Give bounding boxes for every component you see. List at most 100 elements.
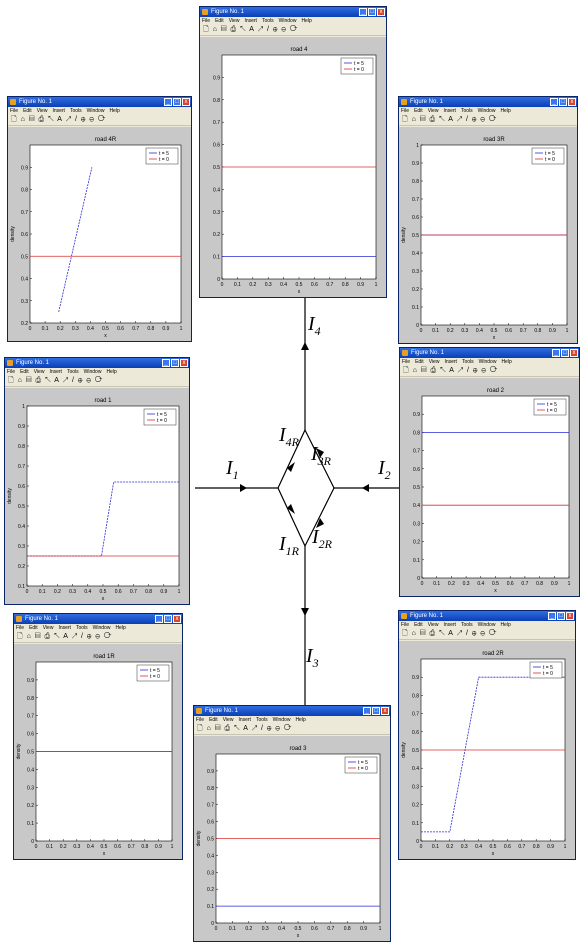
- minimize-icon[interactable]: _: [552, 349, 560, 357]
- menu-item-tools[interactable]: Tools: [69, 108, 82, 114]
- menu-item-window[interactable]: Window: [83, 369, 102, 375]
- menu-item-file[interactable]: File: [196, 717, 205, 723]
- menu-item-view[interactable]: View: [36, 108, 48, 114]
- menu-item-insert[interactable]: Insert: [238, 717, 251, 723]
- menu-item-edit[interactable]: Edit: [209, 717, 218, 723]
- maximize-icon[interactable]: □: [561, 349, 569, 357]
- close-icon[interactable]: x: [568, 98, 576, 106]
- menu-item-view[interactable]: View: [427, 108, 439, 114]
- menu-item-file[interactable]: File: [10, 108, 19, 114]
- menu-item-window[interactable]: Window: [86, 108, 105, 114]
- close-icon[interactable]: x: [180, 359, 188, 367]
- menu-item-insert[interactable]: Insert: [443, 622, 456, 628]
- maximize-icon[interactable]: □: [173, 98, 181, 106]
- figure-toolbar[interactable]: 🗋 ⌂ ▤ ⎙ ↖ A ↗ / ⊕ ⊖ ⟳: [399, 629, 575, 640]
- menu-item-edit[interactable]: Edit: [414, 108, 423, 114]
- menu-item-help[interactable]: Help: [295, 717, 306, 723]
- menu-item-window[interactable]: Window: [272, 717, 291, 723]
- menu-item-help[interactable]: Help: [500, 622, 511, 628]
- figure-toolbar[interactable]: 🗋 ⌂ ▤ ⎙ ↖ A ↗ / ⊕ ⊖ ⟳: [400, 366, 579, 377]
- menu-item-help[interactable]: Help: [301, 18, 312, 24]
- title-bar[interactable]: Figure No. 1_□x: [200, 7, 386, 17]
- menu-item-window[interactable]: Window: [477, 108, 496, 114]
- menu-item-edit[interactable]: Edit: [23, 108, 32, 114]
- figure-toolbar[interactable]: 🗋 ⌂ ▤ ⎙ ↖ A ↗ / ⊕ ⊖ ⟳: [5, 376, 189, 387]
- figure-toolbar[interactable]: 🗋 ⌂ ▤ ⎙ ↖ A ↗ / ⊕ ⊖ ⟳: [8, 115, 191, 126]
- menu-item-file[interactable]: File: [202, 18, 211, 24]
- title-bar[interactable]: Figure No. 1_□x: [399, 611, 575, 621]
- menu-item-tools[interactable]: Tools: [460, 622, 473, 628]
- menu-item-view[interactable]: View: [33, 369, 45, 375]
- title-bar[interactable]: Figure No. 1_□x: [194, 706, 390, 716]
- minimize-icon[interactable]: _: [164, 98, 172, 106]
- close-icon[interactable]: x: [570, 349, 578, 357]
- menu-item-edit[interactable]: Edit: [20, 369, 29, 375]
- title-bar[interactable]: Figure No. 1_□x: [5, 358, 189, 368]
- minimize-icon[interactable]: _: [548, 612, 556, 620]
- menu-item-view[interactable]: View: [427, 622, 439, 628]
- menu-item-insert[interactable]: Insert: [49, 369, 62, 375]
- menu-item-help[interactable]: Help: [501, 359, 512, 365]
- minimize-icon[interactable]: _: [359, 8, 367, 16]
- menu-item-help[interactable]: Help: [115, 625, 126, 631]
- menu-item-edit[interactable]: Edit: [414, 622, 423, 628]
- menu-item-file[interactable]: File: [402, 359, 411, 365]
- minimize-icon[interactable]: _: [550, 98, 558, 106]
- menu-item-file[interactable]: File: [401, 622, 410, 628]
- close-icon[interactable]: x: [566, 612, 574, 620]
- figure-toolbar[interactable]: 🗋 ⌂ ▤ ⎙ ↖ A ↗ / ⊕ ⊖ ⟳: [399, 115, 577, 126]
- menu-item-help[interactable]: Help: [109, 108, 120, 114]
- menu-item-insert[interactable]: Insert: [443, 108, 456, 114]
- menu-item-insert[interactable]: Insert: [244, 18, 257, 24]
- title-bar[interactable]: Figure No. 1_□x: [14, 614, 182, 624]
- figure-toolbar[interactable]: 🗋 ⌂ ▤ ⎙ ↖ A ↗ / ⊕ ⊖ ⟳: [194, 724, 390, 735]
- menu-item-edit[interactable]: Edit: [215, 18, 224, 24]
- maximize-icon[interactable]: □: [372, 707, 380, 715]
- close-icon[interactable]: x: [182, 98, 190, 106]
- menu-item-insert[interactable]: Insert: [444, 359, 457, 365]
- close-icon[interactable]: x: [381, 707, 389, 715]
- menu-item-file[interactable]: File: [16, 625, 25, 631]
- minimize-icon[interactable]: _: [363, 707, 371, 715]
- menu-item-tools[interactable]: Tools: [460, 108, 473, 114]
- menu-item-tools[interactable]: Tools: [461, 359, 474, 365]
- menu-item-window[interactable]: Window: [92, 625, 111, 631]
- title-bar[interactable]: Figure No. 1_□x: [399, 97, 577, 107]
- menu-item-view[interactable]: View: [228, 18, 240, 24]
- maximize-icon[interactable]: □: [171, 359, 179, 367]
- menu-item-tools[interactable]: Tools: [75, 625, 88, 631]
- maximize-icon[interactable]: □: [559, 98, 567, 106]
- menu-item-view[interactable]: View: [42, 625, 54, 631]
- title-bar[interactable]: Figure No. 1_□x: [400, 348, 579, 358]
- maximize-icon[interactable]: □: [557, 612, 565, 620]
- close-icon[interactable]: x: [377, 8, 385, 16]
- menu-item-window[interactable]: Window: [478, 359, 497, 365]
- title-bar[interactable]: Figure No. 1_□x: [8, 97, 191, 107]
- minimize-icon[interactable]: _: [162, 359, 170, 367]
- menu-item-help[interactable]: Help: [500, 108, 511, 114]
- minimize-icon[interactable]: _: [155, 615, 163, 623]
- figure-toolbar[interactable]: 🗋 ⌂ ▤ ⎙ ↖ A ↗ / ⊕ ⊖ ⟳: [200, 25, 386, 36]
- menu-item-view[interactable]: View: [222, 717, 234, 723]
- maximize-icon[interactable]: □: [164, 615, 172, 623]
- menu-item-file[interactable]: File: [7, 369, 16, 375]
- maximize-icon[interactable]: □: [368, 8, 376, 16]
- menu-item-edit[interactable]: Edit: [415, 359, 424, 365]
- menu-item-tools[interactable]: Tools: [66, 369, 79, 375]
- menu-item-tools[interactable]: Tools: [255, 717, 268, 723]
- menu-item-window[interactable]: Window: [477, 622, 496, 628]
- menu-item-tools[interactable]: Tools: [261, 18, 274, 24]
- menu-item-window[interactable]: Window: [278, 18, 297, 24]
- menu-item-insert[interactable]: Insert: [58, 625, 71, 631]
- figure-toolbar[interactable]: 🗋 ⌂ ▤ ⎙ ↖ A ↗ / ⊕ ⊖ ⟳: [14, 632, 182, 643]
- menu-item-file[interactable]: File: [401, 108, 410, 114]
- menu-item-insert[interactable]: Insert: [52, 108, 65, 114]
